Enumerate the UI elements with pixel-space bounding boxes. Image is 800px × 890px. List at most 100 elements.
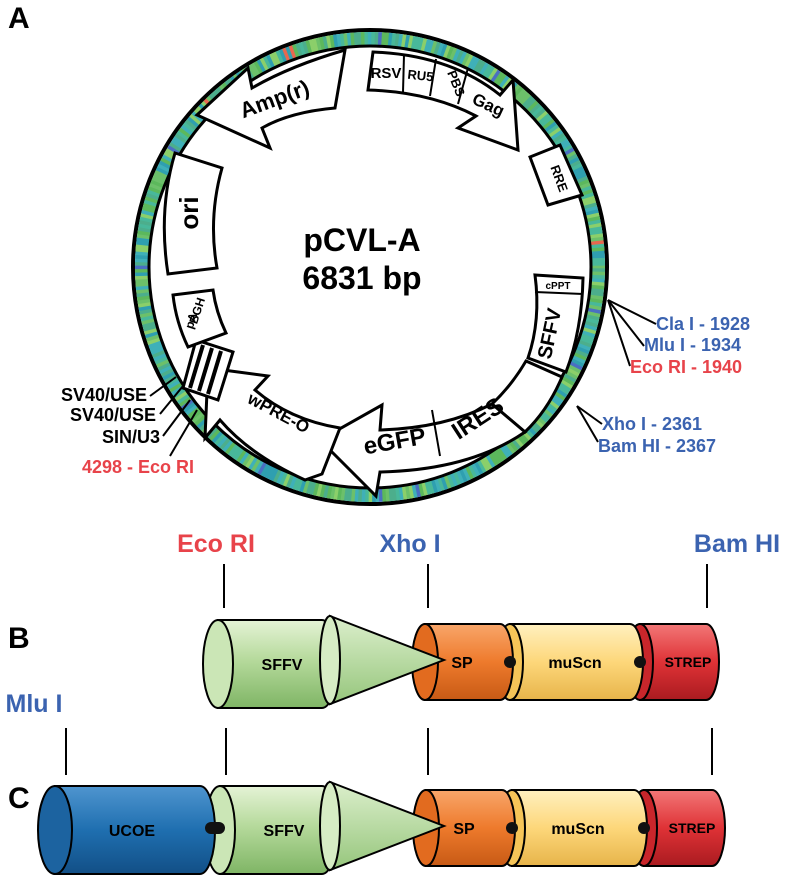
- ring-segment: [588, 304, 602, 312]
- ring-segment: [182, 401, 196, 413]
- ring-segment: [151, 349, 166, 359]
- ring-segment: [275, 470, 285, 484]
- ring-segment: [407, 485, 415, 499]
- rre-box: [528, 143, 585, 207]
- ring-segment: [241, 452, 253, 467]
- ring-segment: [487, 452, 499, 467]
- ring-segment: [346, 32, 353, 47]
- ring-segment: [288, 475, 298, 489]
- ring-segment: [446, 46, 455, 60]
- ring-segment: [570, 358, 585, 368]
- ring-segment: [479, 458, 490, 472]
- ring-segment: [259, 57, 270, 71]
- ring-segment: [184, 118, 198, 131]
- ring-segment: [174, 132, 188, 144]
- ring-segment: [423, 39, 432, 53]
- ring-segment: [176, 393, 190, 405]
- ring-segment: [139, 216, 154, 223]
- plasmid-outer-border: [131, 28, 609, 506]
- ring-segment: [184, 403, 198, 416]
- ring-segment: [227, 443, 239, 457]
- ring-segment: [476, 60, 487, 75]
- ring-segment: [288, 45, 298, 59]
- ring-segment: [464, 54, 474, 68]
- ring-segment: [189, 113, 203, 126]
- ring-segment: [162, 370, 176, 381]
- ring-segment: [540, 116, 553, 128]
- ring-segment: [253, 459, 264, 474]
- ring-segment: [430, 40, 438, 55]
- ring-segment: [589, 298, 603, 305]
- ring-segment: [350, 32, 356, 46]
- ring-segment: [275, 50, 285, 64]
- ring-segment: [269, 52, 279, 67]
- bam-leader: [576, 405, 599, 443]
- ring-segment: [298, 478, 307, 493]
- ring-segment: [213, 432, 226, 446]
- ring-segment: [238, 451, 250, 465]
- ring-segment: [208, 428, 221, 441]
- ring-segment: [139, 311, 154, 318]
- ring-segment: [148, 339, 162, 349]
- ring-segment: [526, 100, 539, 113]
- ring-segment: [514, 88, 527, 102]
- ring-segment: [521, 95, 534, 108]
- ring-segment: [404, 485, 411, 500]
- ring-segment: [583, 202, 598, 210]
- construct-c: Mlu I STREP muScn SP SFFV UCOE: [6, 690, 726, 875]
- ring-segment: [350, 488, 356, 502]
- ring-segment: [442, 475, 452, 489]
- ring-segment: [384, 488, 390, 502]
- ring-segment: [550, 129, 564, 141]
- ring-segment: [148, 185, 162, 195]
- ring-segment: [476, 459, 487, 474]
- ring-segment: [136, 240, 150, 246]
- ring-segment: [587, 307, 602, 315]
- ring-segment: [146, 189, 161, 198]
- ring-segment: [319, 36, 326, 51]
- ring-segment: [417, 482, 425, 497]
- ring-segment: [470, 463, 481, 477]
- egfp-arrow: [317, 402, 528, 500]
- ring-segment: [269, 467, 279, 482]
- ring-segment: [180, 124, 194, 136]
- ring-segment: [433, 41, 442, 56]
- sin-u3-label: SIN/U3: [102, 427, 160, 447]
- mlu-leader: [607, 299, 645, 347]
- ring-segment: [589, 233, 604, 240]
- b-eco-label: Eco RI: [177, 530, 255, 558]
- b-sffv-label: SFFV: [262, 657, 303, 674]
- panel-label-c: C: [8, 782, 30, 815]
- ring-segment: [427, 39, 435, 54]
- ring-segment: [546, 124, 560, 136]
- ring-segment: [458, 468, 468, 483]
- ring-segment: [569, 361, 583, 371]
- ring-segment: [585, 314, 600, 322]
- ring-segment: [332, 34, 339, 48]
- ring-segment: [135, 284, 150, 291]
- ring-segment: [295, 477, 304, 492]
- ring-segment: [163, 373, 178, 384]
- ring-segment: [315, 482, 323, 497]
- b-promoter-arrow-base: [319, 615, 341, 705]
- ring-segment: [439, 43, 448, 58]
- ring-segment: [282, 47, 291, 62]
- ring-segment: [329, 34, 336, 49]
- ring-segment: [170, 138, 185, 150]
- ring-segment: [137, 301, 152, 308]
- ring-segment: [591, 281, 605, 287]
- ring-segment: [145, 192, 160, 201]
- ring-segment: [544, 121, 558, 133]
- ring-segment: [581, 330, 596, 339]
- ring-segment: [586, 216, 601, 223]
- ring-segment: [461, 467, 471, 482]
- ring-segment: [339, 33, 346, 47]
- c-strep-label: STREP: [669, 820, 716, 836]
- ring-segment: [394, 33, 401, 47]
- plasmid-size: 6831 bp: [302, 260, 421, 296]
- ring-segment: [455, 470, 465, 484]
- ring-segment: [155, 166, 170, 176]
- ring-segment: [590, 288, 604, 294]
- sin-leader: [162, 399, 191, 437]
- ring-segment: [585, 212, 600, 220]
